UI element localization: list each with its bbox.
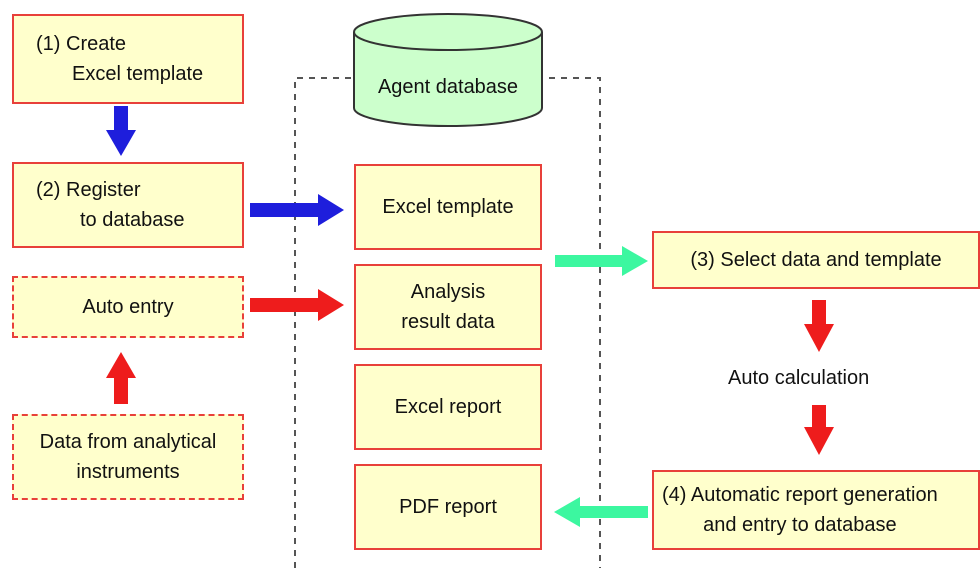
db-item-excel-template: Excel template — [354, 164, 542, 250]
arrow-instruments-to-autoentry — [106, 352, 136, 404]
db-item-analysis-result: Analysis result data — [354, 264, 542, 350]
instruments-box: Data from analytical instruments — [12, 414, 244, 500]
step-auto-report: (4) Automatic report generation and entr… — [652, 470, 980, 550]
db-item-excel-report: Excel report — [354, 364, 542, 450]
step-auto-report-line1: (4) Automatic report generation — [662, 484, 938, 506]
step-create-template-line2: Excel template — [72, 63, 204, 85]
arrow-calculation-to-report — [804, 405, 834, 455]
step-create-template: (1) Create Excel template — [12, 14, 244, 104]
step-select: (3) Select data and template — [652, 231, 980, 289]
step-register-line2: to database — [80, 209, 185, 231]
db-item-pdf-report: PDF report — [354, 464, 542, 550]
step-register-line1: (2) Register — [36, 179, 141, 201]
step-auto-report-line2: and entry to database — [703, 514, 897, 536]
db-item-analysis-line1: Analysis — [410, 281, 486, 303]
arrow-register-to-template — [250, 194, 344, 226]
auto-entry-label: Auto entry — [82, 296, 174, 318]
instruments-line2: instruments — [76, 461, 180, 483]
arrow-database-to-select — [555, 246, 648, 276]
database-cylinder — [353, 13, 543, 127]
database-label: Agent database — [377, 76, 519, 98]
auto-calculation-label: Auto calculation — [728, 367, 870, 389]
arrow-autoentry-to-analysis — [250, 289, 344, 321]
step-create-template-line1: (1) Create — [36, 33, 127, 55]
instruments-line1: Data from analytical — [39, 431, 217, 453]
db-item-excel-report-label: Excel report — [394, 396, 502, 418]
arrow-report-to-pdf — [554, 497, 648, 527]
auto-entry-box: Auto entry — [12, 276, 244, 338]
step-register: (2) Register to database — [12, 162, 244, 248]
arrow-create-to-register — [106, 106, 136, 156]
database-region-outline — [294, 77, 601, 568]
arrow-select-to-calculation — [804, 300, 834, 352]
step-select-label: (3) Select data and template — [690, 249, 942, 271]
db-item-analysis-line2: result data — [401, 311, 495, 333]
db-item-excel-template-label: Excel template — [382, 196, 514, 218]
db-item-pdf-report-label: PDF report — [399, 496, 497, 518]
